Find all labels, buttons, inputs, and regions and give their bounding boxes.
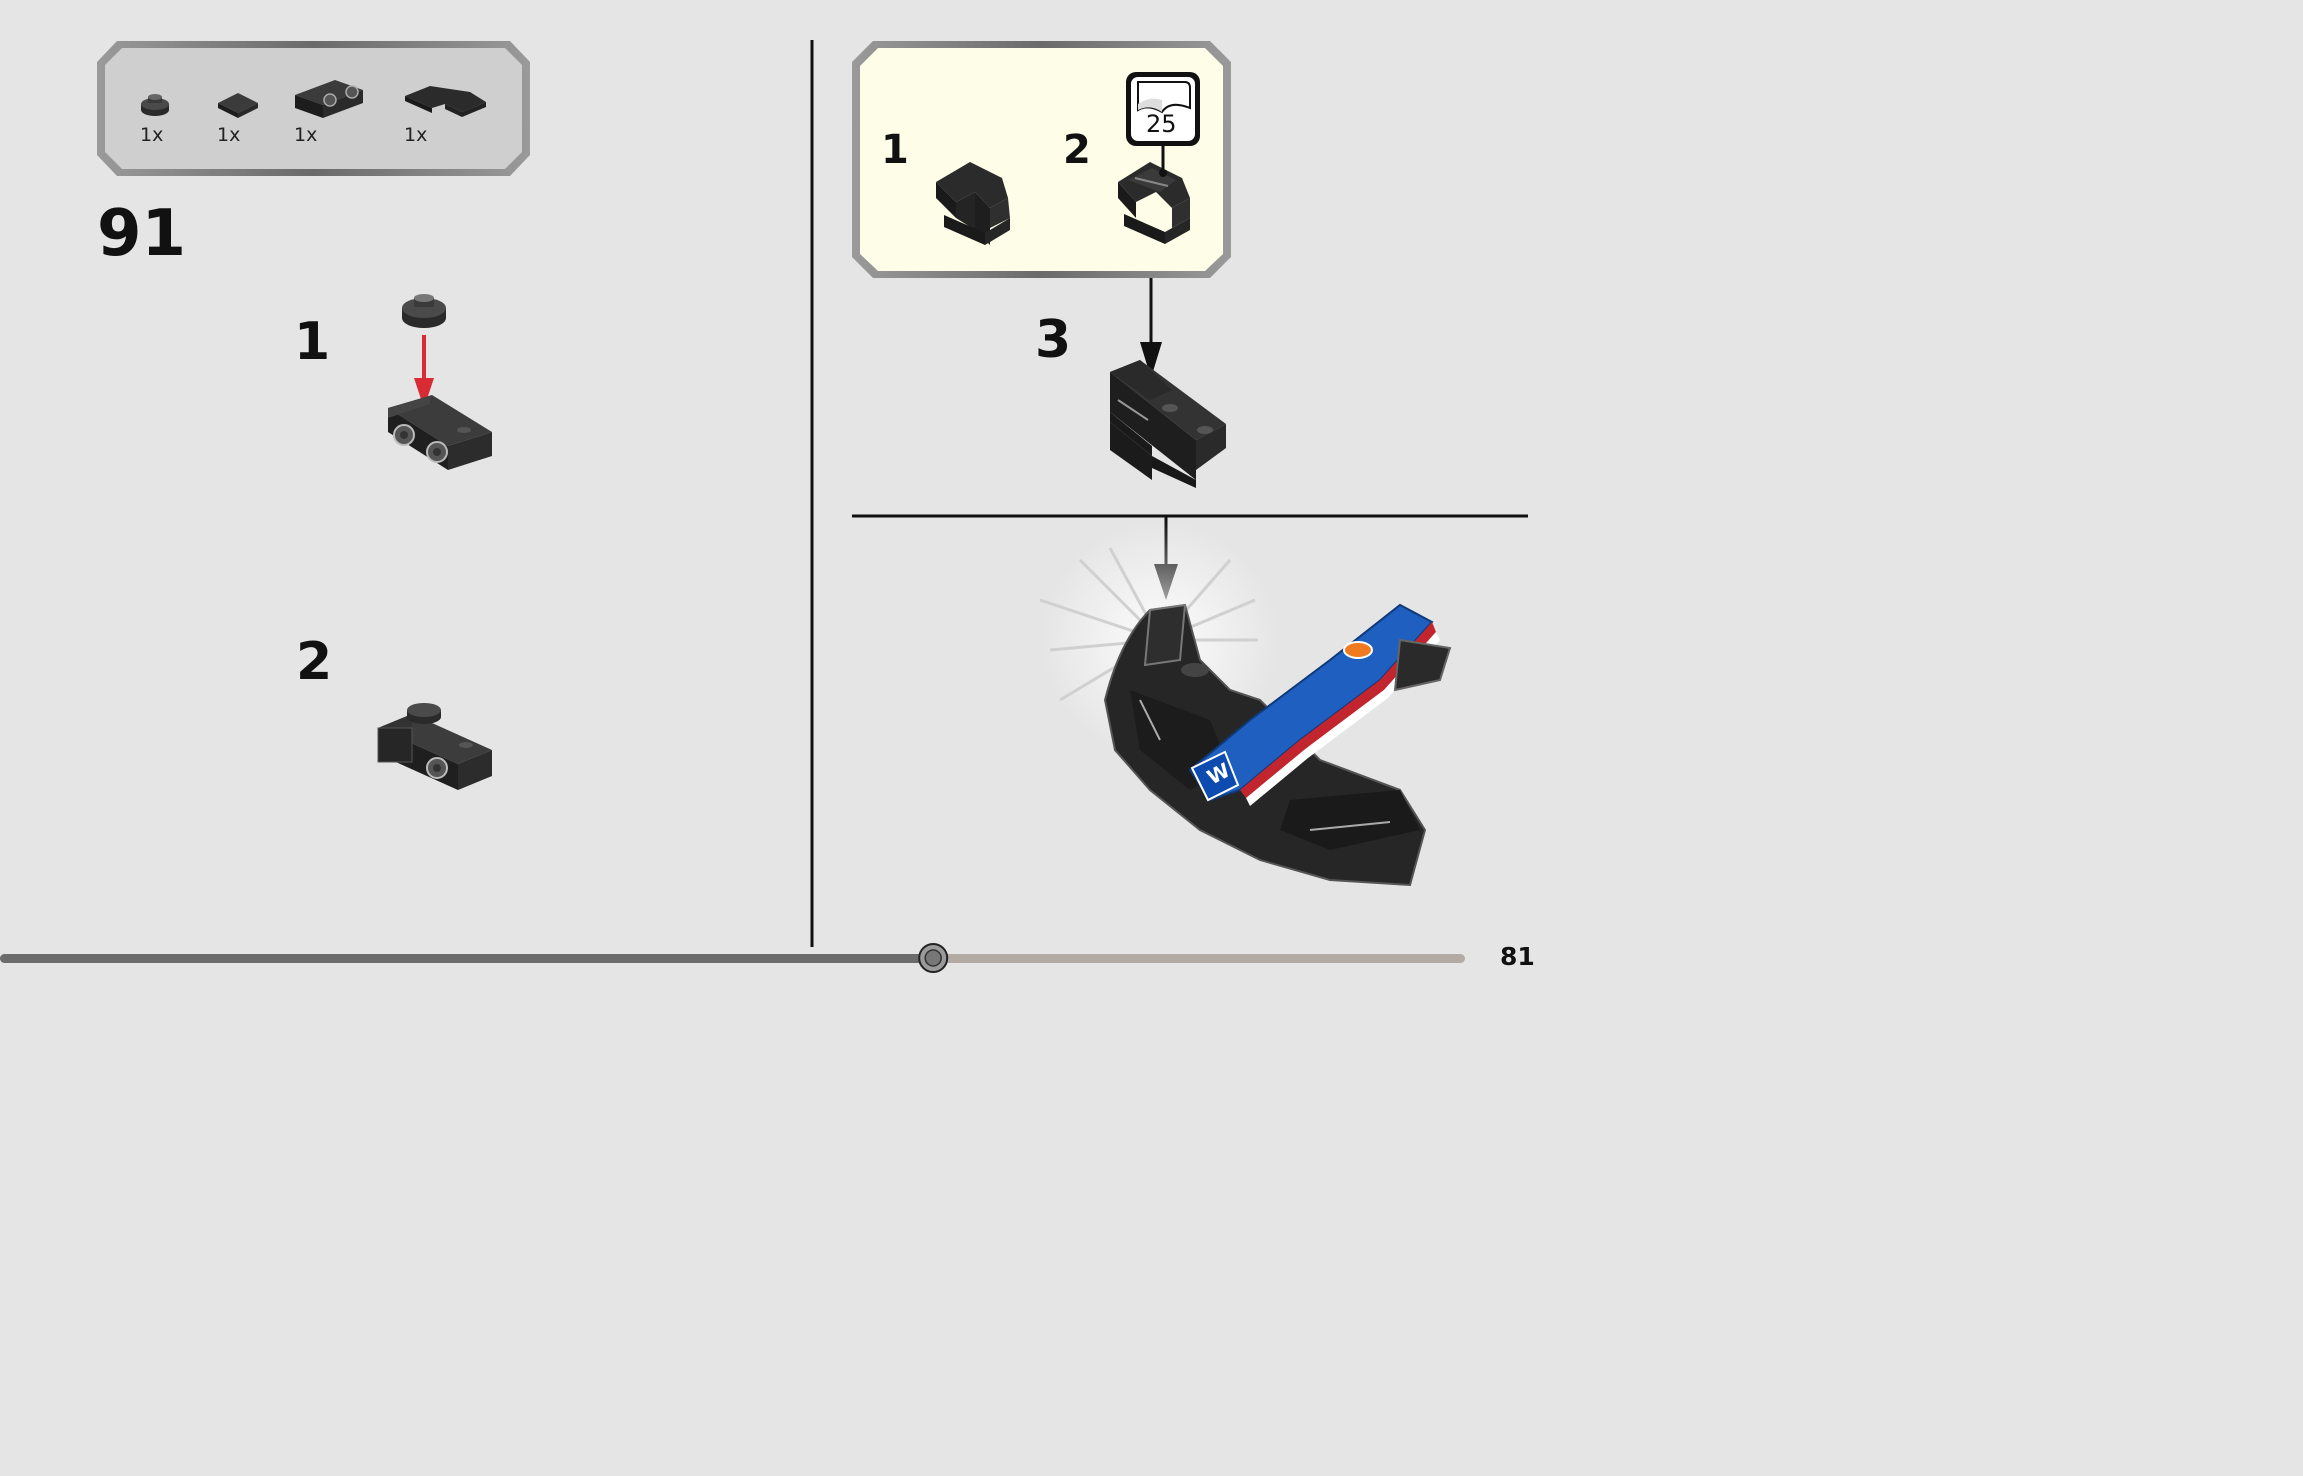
substep-label: 1 <box>294 316 330 368</box>
progress-bar <box>0 944 1465 972</box>
part-qty: 1x <box>217 124 240 146</box>
progress-bar-done <box>0 954 933 963</box>
callout-step-label: 2 <box>1063 130 1091 170</box>
part-qty: 1x <box>404 124 427 146</box>
progress-knob <box>919 944 947 972</box>
step-number: 91 <box>97 202 186 266</box>
substep-label: 3 <box>1035 314 1071 366</box>
part-qty: 1x <box>294 124 317 146</box>
substep-label: 2 <box>296 636 332 688</box>
page-number: 81 <box>1500 942 1535 971</box>
substep1-round-plate <box>402 294 446 328</box>
callout-step-label: 1 <box>881 130 909 170</box>
sticker-number: 25 <box>1146 110 1177 138</box>
substep2-assembled-brick <box>378 703 492 790</box>
step3-assembled-brick <box>1110 360 1226 488</box>
substep1-bracket-brick <box>388 395 492 470</box>
part-qty: 1x <box>140 124 163 146</box>
